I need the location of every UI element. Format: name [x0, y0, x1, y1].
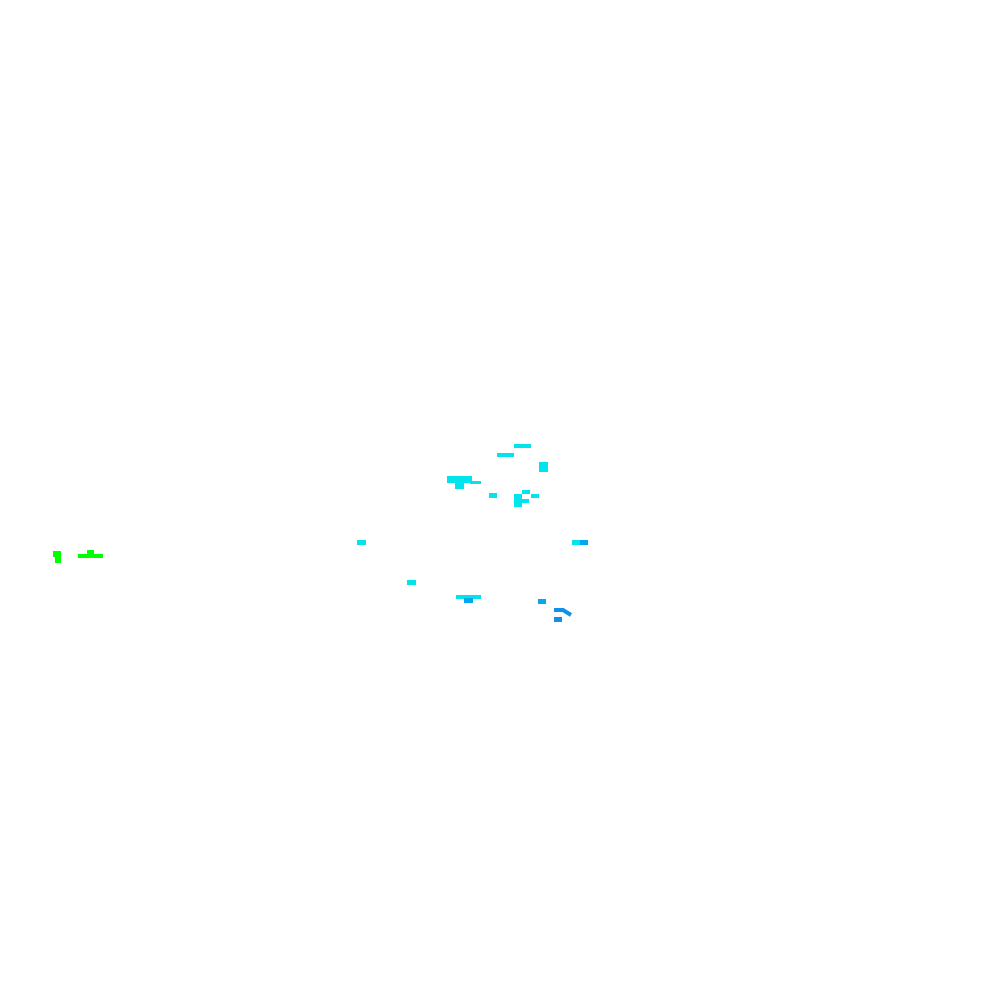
cyan-mark	[521, 499, 529, 503]
cyan-mark	[489, 493, 497, 498]
cyan-mark	[522, 490, 530, 494]
sky-mark	[580, 540, 588, 545]
cyan-mark	[531, 494, 539, 498]
cyan-mark	[447, 476, 472, 483]
green-mark	[87, 550, 94, 555]
cyan-mark	[497, 453, 514, 457]
blue-arc-mark	[554, 608, 573, 617]
cyan-mark-group	[357, 444, 581, 599]
sky-mark	[464, 598, 473, 603]
green-mark	[78, 554, 103, 558]
green-mark	[55, 557, 61, 563]
cyan-mark	[407, 580, 416, 585]
cyan-mark	[470, 481, 481, 484]
cyan-mark	[456, 595, 481, 599]
blue-mark	[554, 617, 562, 622]
cyan-mark	[514, 494, 522, 507]
sky-mark	[538, 599, 546, 604]
cyan-mark	[539, 462, 548, 472]
blue-mark-group	[554, 608, 573, 622]
sky-mark-group	[464, 540, 588, 604]
cyan-mark	[572, 540, 581, 545]
cyan-mark	[357, 540, 366, 545]
cyan-mark	[514, 444, 531, 448]
green-mark-group	[53, 550, 103, 563]
green-mark	[53, 551, 61, 557]
cyan-mark	[455, 483, 464, 489]
